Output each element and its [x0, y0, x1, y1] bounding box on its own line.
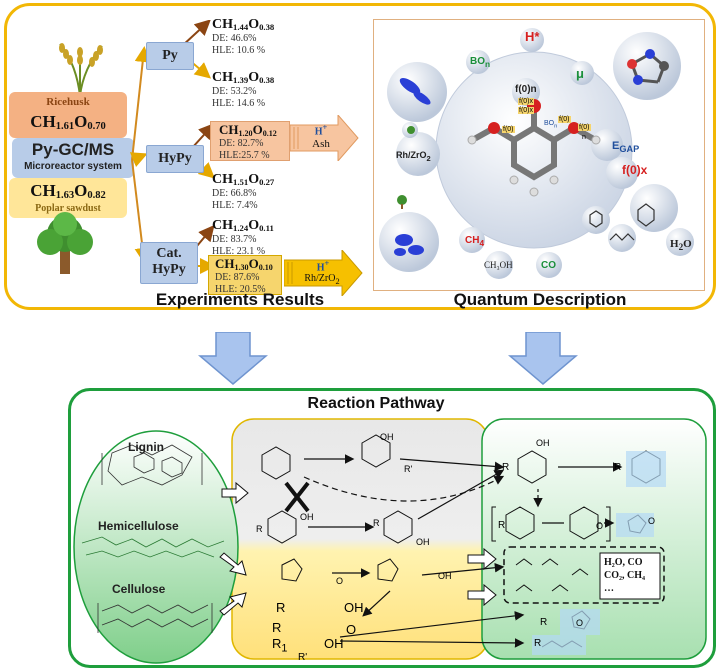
catalyst-arrow-top: H+	[316, 259, 330, 274]
q-ch4: CH4	[465, 235, 485, 248]
mode-cat-hypy: Cat. HyPy	[140, 242, 198, 284]
ricehusk-box: Ricehusk CH1.61O0.70	[9, 92, 127, 138]
mol-f0-3: f(0)	[578, 124, 591, 131]
label-r-7: R	[498, 520, 506, 531]
label-oh-3: OH	[380, 432, 394, 442]
ash-arrow-top: H+	[314, 123, 328, 138]
pygcms-box: Py-GC/MS Microreactor system	[12, 138, 134, 178]
label-o-5: O	[576, 618, 584, 628]
q-h-star: H*	[525, 29, 540, 44]
pathway-diagram	[73, 418, 707, 664]
label-oh-6: OH	[324, 636, 344, 651]
product-py-2: CH1.39O0.38 DE: 53.2% HLE: 14.6 %	[212, 70, 275, 109]
pygcms-title: Py-GC/MS	[31, 140, 115, 159]
q-mu: μ	[576, 66, 584, 81]
label-r-2: R	[373, 518, 380, 528]
label-o-2: O	[346, 622, 357, 637]
label-r-3: R	[276, 600, 286, 615]
down-arrow-left-icon	[198, 332, 268, 385]
product-cat-1: CH1.24O0.11 DE: 83.7% HLE: 23.1 %	[212, 218, 274, 257]
q-co: CO	[541, 260, 556, 271]
q-ch3oh: CH₃OH	[484, 260, 513, 270]
ricehusk-formula: CH1.61O0.70	[30, 112, 106, 132]
label-oh-1: OH	[300, 512, 314, 522]
cellulose-label: Cellulose	[112, 582, 166, 596]
mol-f0x-1: f(0)x	[518, 98, 534, 105]
experiments-title: Experiments Results	[155, 290, 325, 309]
quantum-illustration	[379, 28, 694, 279]
pathway-title: Reaction Pathway	[307, 395, 445, 412]
q-bo: BOn	[470, 56, 491, 69]
label-oh-4: OH	[438, 571, 452, 581]
poplar-box: CH1.63O0.82 Poplar sawdust	[9, 178, 127, 218]
product-cat-2: CH1.30O0.10 DE: 87.6% HLE: 20.5%	[208, 255, 282, 295]
q-h2o: H2O	[670, 238, 692, 253]
mode-hypy: HyPy	[146, 145, 204, 173]
ash-arrow-icon	[290, 115, 359, 161]
label-oh-7: OH	[536, 438, 550, 448]
mol-n: n	[582, 134, 586, 141]
label-oh-5: OH	[344, 600, 364, 615]
mol-f0-1: f(0)	[502, 126, 515, 133]
poplar-formula: CH1.63O0.82	[30, 181, 106, 201]
product-hypy-2: CH1.51O0.27 DE: 66.8% HLE: 7.4%	[212, 172, 275, 211]
label-o-4: O	[648, 516, 656, 526]
label-r1: R1	[272, 636, 288, 655]
label-r-prime-2: R'	[298, 652, 308, 663]
tree-icon	[37, 212, 93, 274]
lignin-label: Lignin	[128, 440, 164, 454]
q-rh: Rh/ZrO2	[396, 150, 431, 163]
q-f0x: f(0)x	[622, 163, 648, 177]
q-egap: EGAP	[612, 140, 640, 155]
poplar-label: Poplar sawdust	[35, 203, 101, 214]
mode-py: Py	[146, 42, 194, 70]
label-oh-2: OH	[416, 537, 430, 547]
ash-arrow-label: Ash	[312, 138, 330, 150]
catalyst-arrow-label: Rh/ZrO2	[304, 273, 340, 286]
catalyst-arrow-icon	[284, 250, 363, 296]
hemicellulose-label: Hemicellulose	[98, 519, 179, 533]
label-r-5: R	[502, 462, 510, 473]
label-r-4: R	[272, 620, 282, 635]
label-r-1: R	[256, 524, 263, 534]
q-f0n: f(0)n	[515, 84, 537, 95]
label-o-1: O	[336, 576, 344, 586]
quantum-title: Quantum Description	[453, 290, 627, 309]
product-py-1: CH1.44O0.38 DE: 46.6% HLE: 10.6 %	[212, 17, 275, 56]
label-o-3: O	[596, 521, 604, 531]
label-r-8: R	[540, 617, 548, 628]
label-r-prime-1: R'	[404, 464, 413, 474]
product-hypy-1: CH1.20O0.12 DE: 82.7% HLE:25.7 %	[210, 121, 290, 161]
rice-plant-icon	[59, 43, 103, 96]
ricehusk-label: Ricehusk	[46, 96, 90, 108]
gas-products: H₂O, CO CO₂, CH₄ …	[604, 557, 645, 594]
label-r-6: R	[614, 462, 622, 473]
down-arrow-right-icon	[508, 332, 578, 385]
pygcms-subtitle: Microreactor system	[24, 161, 122, 172]
mol-bo: BOn	[544, 120, 558, 130]
mol-f0x-2: f(0)x	[518, 107, 534, 114]
mol-f0-2: f(0)	[558, 116, 571, 123]
branch-arrows	[130, 20, 216, 274]
label-r-9: R	[534, 638, 542, 649]
